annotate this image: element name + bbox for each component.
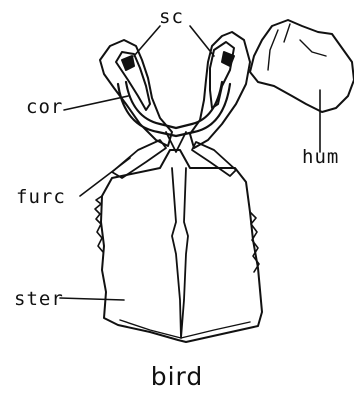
cor-leader	[64, 96, 128, 110]
keel	[172, 168, 188, 338]
right-scapula	[210, 42, 234, 108]
caption-bird: bird	[0, 362, 354, 391]
humerus	[250, 20, 354, 112]
ster-leader	[60, 298, 124, 300]
sc-leader-right	[190, 26, 214, 56]
label-ster: ster	[14, 290, 64, 309]
label-furc: furc	[16, 188, 66, 207]
left-scapula-notch	[122, 56, 134, 70]
sternum-outline	[101, 150, 262, 342]
label-cor: cor	[26, 98, 63, 117]
label-sc: sc	[159, 8, 184, 27]
right-strut	[192, 142, 236, 176]
sc-leader-left	[134, 26, 160, 56]
label-hum: hum	[302, 148, 339, 167]
